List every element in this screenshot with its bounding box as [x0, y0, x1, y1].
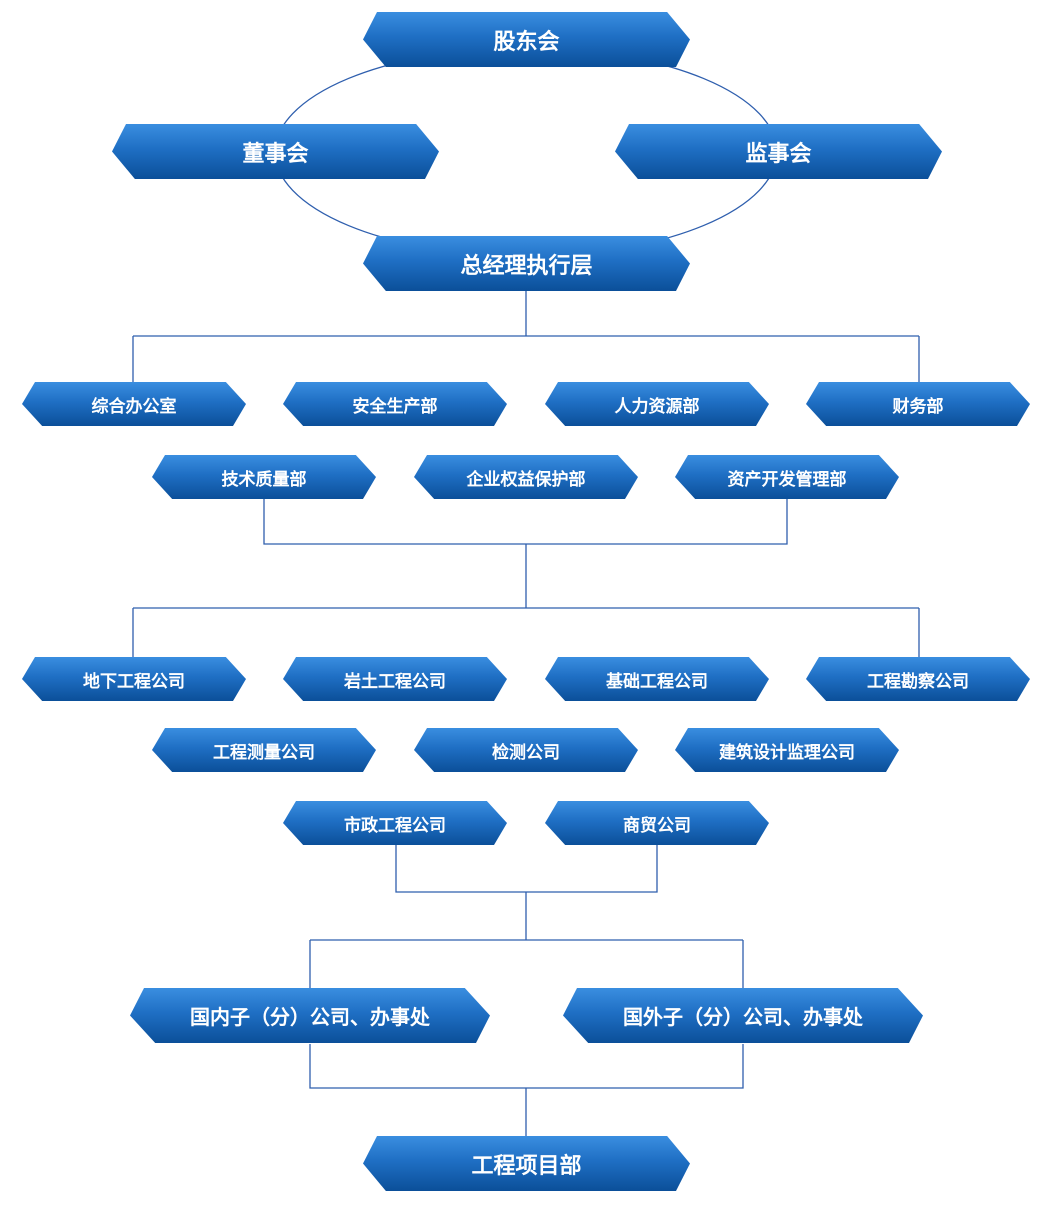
node-measurement-company: 工程测量公司: [152, 728, 376, 772]
node-hr-department: 人力资源部: [545, 382, 769, 426]
gm-to-departments-line: [132, 290, 920, 383]
node-domestic-branches: 国内子（分）公司、办事处: [130, 988, 490, 1043]
node-trade-company: 商贸公司: [545, 801, 769, 845]
node-shareholders: 股东会: [363, 12, 690, 67]
node-design-supervision-company: 建筑设计监理公司: [675, 728, 899, 772]
departments-to-companies-line: [132, 498, 920, 658]
node-project-department: 工程项目部: [363, 1136, 690, 1191]
node-general-manager: 总经理执行层: [363, 236, 690, 291]
node-foundation-company: 基础工程公司: [545, 657, 769, 701]
node-tech-quality-department: 技术质量部: [152, 455, 376, 499]
node-supervisors: 监事会: [615, 124, 942, 179]
node-board: 董事会: [112, 124, 439, 179]
companies-to-branches-line: [309, 845, 744, 988]
node-asset-development-department: 资产开发管理部: [675, 455, 899, 499]
node-general-office: 综合办公室: [22, 382, 246, 426]
node-municipal-company: 市政工程公司: [283, 801, 507, 845]
node-underground-company: 地下工程公司: [22, 657, 246, 701]
node-overseas-branches: 国外子（分）公司、办事处: [563, 988, 923, 1043]
node-survey-company: 工程勘察公司: [806, 657, 1030, 701]
branches-to-project-line: [309, 1044, 744, 1136]
node-rights-protection-department: 企业权益保护部: [414, 455, 638, 499]
node-safety-department: 安全生产部: [283, 382, 507, 426]
node-testing-company: 检测公司: [414, 728, 638, 772]
node-geotech-company: 岩土工程公司: [283, 657, 507, 701]
node-finance-department: 财务部: [806, 382, 1030, 426]
